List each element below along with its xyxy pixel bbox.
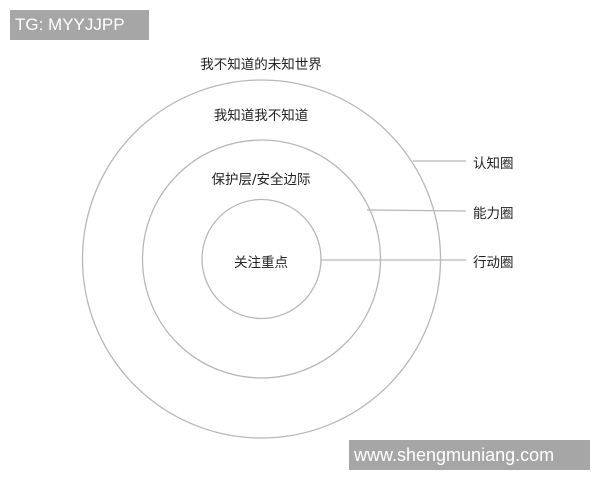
zone-label-safety-margin: 保护层/安全边际 [211,172,311,188]
watermark-bottom: www.shengmuniang.com [349,440,590,470]
watermark-top: TG: MYYJJPP [10,10,149,40]
zone-label-unknown-world: 我不知道的未知世界 [200,57,322,73]
ability-leader-line [366,209,467,212]
cognition-circle [81,79,442,439]
action-circle [201,198,322,320]
ability-circle [141,139,382,379]
zone-label-known-unknowns: 我知道我不知道 [213,108,309,124]
zone-label-focus: 关注重点 [234,255,288,271]
label-action-circle: 行动圈 [473,255,514,271]
label-ability-circle: 能力圈 [473,206,514,222]
label-cognition-circle: 认知圈 [473,156,514,172]
